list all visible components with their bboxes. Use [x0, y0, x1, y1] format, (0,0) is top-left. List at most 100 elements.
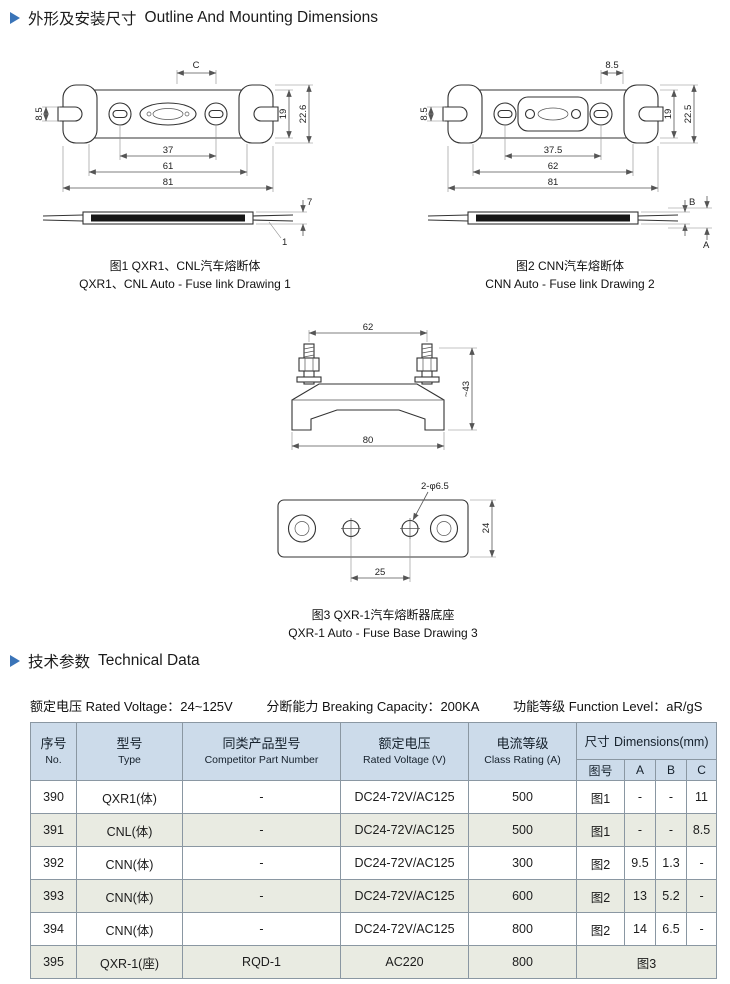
outline-title-en: Outline And Mounting Dimensions	[144, 9, 379, 26]
cell-rating: 300	[468, 846, 577, 880]
fig1-side-view: 7 1	[42, 197, 312, 248]
table-row: 390 QXR1(体) - DC24-72V/AC125 500 图1 - - …	[30, 780, 718, 814]
cell-type: CNN(体)	[76, 879, 183, 913]
cell-dim-b: 1.3	[655, 846, 687, 880]
breaking-capacity-text: 分断能力 Breaking Capacity：200KA	[266, 699, 480, 714]
fig3-caption-en: QXR-1 Auto - Fuse Base Drawing 3	[288, 626, 478, 640]
holder-dimensions: 62 ~43 80	[291, 322, 477, 450]
fig1-dim-8-5: 8.5	[35, 107, 45, 120]
cell-rating: 600	[468, 879, 577, 913]
header-voltage-en: Rated Voltage (V)	[363, 754, 446, 767]
fig1-dim-1: 1	[282, 237, 287, 248]
cell-voltage: DC24-72V/AC125	[340, 813, 469, 847]
header-dimensions-cn: 尺寸	[584, 735, 610, 749]
header-dim-a: A	[624, 759, 656, 781]
header-fig-no: 图号	[576, 759, 625, 781]
fig1-caption: 图1 QXR1、CNL汽车熔断体 QXR1、CNL Auto - Fuse li…	[35, 257, 335, 293]
cell-voltage: DC24-72V/AC125	[340, 912, 469, 946]
fig3-base-drawing: 2-φ6.5 24 25	[253, 478, 513, 603]
holder-view	[291, 343, 445, 431]
fig1-dim-81: 81	[163, 177, 174, 188]
header-rating-en: Class Rating (A)	[484, 754, 561, 767]
fig2-svg: 8.5 8.5 19 22.5 37.5	[420, 60, 712, 251]
header-dimensions-en: Dimensions(mm)	[614, 735, 709, 749]
cell-no: 393	[30, 879, 77, 913]
fig2-dim-a: A	[703, 240, 710, 251]
table-row: 394 CNN(体) - DC24-72V/AC125 800 图2 14 6.…	[30, 912, 718, 946]
cell-voltage: AC220	[340, 945, 469, 979]
table-row: 395 QXR-1(座) RQD-1 AC220 800 图3	[30, 945, 718, 979]
cell-type: CNN(体)	[76, 846, 183, 880]
fig2-caption-en: CNN Auto - Fuse link Drawing 2	[485, 277, 655, 291]
fig2-dim-22-5: 22.5	[683, 105, 694, 124]
cell-voltage: DC24-72V/AC125	[340, 879, 469, 913]
header-type-en: Type	[118, 754, 141, 767]
cell-no: 391	[30, 813, 77, 847]
cell-no: 392	[30, 846, 77, 880]
cell-competitor: -	[182, 813, 341, 847]
fig2-dim-37-5: 37.5	[544, 145, 563, 156]
base-dim-holes: 2-φ6.5	[421, 481, 449, 492]
table-row: 392 CNN(体) - DC24-72V/AC125 300 图2 9.5 1…	[30, 846, 718, 880]
cell-rating: 500	[468, 813, 577, 847]
header-no: 序号 No.	[30, 722, 77, 781]
cell-dim-a: -	[624, 780, 656, 814]
fig1-dim-61: 61	[163, 161, 174, 172]
technical-data-table: 序号 No. 型号 Type 同类产品型号 Competitor Part Nu…	[30, 722, 718, 979]
cell-fig: 图2	[576, 846, 625, 880]
cell-no: 390	[30, 780, 77, 814]
cell-dim-c: 11	[685, 780, 718, 814]
fig2-dimensions: 8.5 8.5 19 22.5 37.5	[420, 60, 698, 192]
cell-competitor: RQD-1	[182, 945, 341, 979]
header-voltage-cn: 额定电压	[378, 736, 431, 752]
cell-fig: 图1	[576, 813, 625, 847]
fig1-dim-22-6: 22.6	[298, 105, 309, 124]
header-competitor: 同类产品型号 Competitor Part Number	[182, 722, 341, 781]
table-row: 391 CNL(体) - DC24-72V/AC125 500 图1 - - 8…	[30, 813, 718, 847]
rated-voltage-text: 额定电压 Rated Voltage：24~125V	[30, 699, 233, 714]
fig1-caption-cn: 图1 QXR1、CNL汽车熔断体	[109, 259, 261, 273]
holder-dim-62: 62	[363, 322, 374, 333]
cell-dim-a: 14	[624, 912, 656, 946]
fig2-caption: 图2 CNN汽车熔断体 CNN Auto - Fuse link Drawing…	[420, 257, 720, 293]
fig2-dim-top-8-5: 8.5	[605, 60, 618, 71]
fig3-base-svg: 2-φ6.5 24 25	[277, 481, 496, 582]
cell-competitor: -	[182, 780, 341, 814]
table-row: 393 CNN(体) - DC24-72V/AC125 600 图2 13 5.…	[30, 879, 718, 913]
outline-title-cn: 外形及安装尺寸	[28, 11, 137, 28]
fig3-caption: 图3 QXR-1汽车熔断器底座 QXR-1 Auto - Fuse Base D…	[253, 606, 513, 642]
fig1-caption-en: QXR1、CNL Auto - Fuse link Drawing 1	[79, 277, 291, 291]
fig2-dim-b: B	[689, 197, 695, 208]
cell-rating: 500	[468, 780, 577, 814]
fig1-dim-c: C	[193, 60, 200, 71]
base-view	[277, 499, 469, 558]
technical-title-cn: 技术参数	[28, 654, 91, 671]
technical-title-en: Technical Data	[98, 652, 200, 669]
fig2-plan-view	[442, 84, 664, 144]
cell-dim-c: -	[685, 879, 718, 913]
fig1-dimensions: C 8.5 19 22.6 37 61	[35, 60, 313, 192]
cell-dim-a: -	[624, 813, 656, 847]
fig1-svg: C 8.5 19 22.6 37 61	[35, 60, 313, 248]
ratings-line: 额定电压 Rated Voltage：24~125V 分断能力 Breaking…	[30, 696, 730, 715]
header-type-cn: 型号	[116, 736, 143, 752]
cell-dim-b: 6.5	[655, 912, 687, 946]
fig3-holder-svg: 62 ~43 80	[291, 322, 477, 450]
header-voltage: 额定电压 Rated Voltage (V)	[340, 722, 469, 781]
cell-competitor: -	[182, 846, 341, 880]
base-dim-25: 25	[375, 567, 386, 578]
section-marker-icon	[10, 655, 20, 667]
cell-dim-b: 5.2	[655, 879, 687, 913]
function-level-text: 功能等级 Function Level：aR/gS	[513, 699, 703, 714]
fig3-holder-drawing: 62 ~43 80	[253, 322, 513, 472]
fig2-dim-19: 19	[663, 109, 674, 120]
cell-no: 394	[30, 912, 77, 946]
holder-dim-80: 80	[363, 435, 374, 446]
cell-voltage: DC24-72V/AC125	[340, 780, 469, 814]
table-header-row-2: 图号 A B C	[31, 759, 718, 781]
base-dim-24: 24	[481, 523, 492, 534]
header-no-cn: 序号	[40, 736, 67, 752]
cell-type: CNN(体)	[76, 912, 183, 946]
header-competitor-en: Competitor Part Number	[204, 754, 319, 767]
fig2-side-view: B A	[427, 196, 712, 251]
